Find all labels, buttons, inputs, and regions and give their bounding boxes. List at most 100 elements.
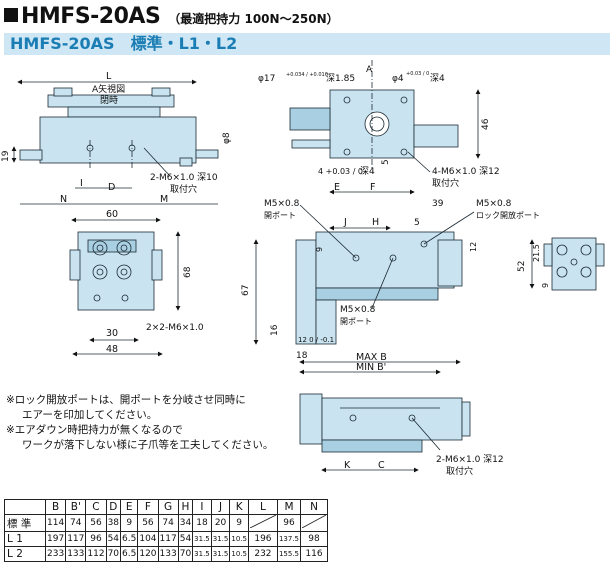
table-cell: 31.5 (192, 546, 212, 562)
table-header-cell: M (276, 499, 302, 515)
end-view (69, 231, 163, 311)
label-D: D (108, 182, 115, 193)
table-cell: 116 (300, 546, 328, 562)
table-cell: 6.5 (120, 531, 139, 547)
label-30: 30 (106, 328, 118, 339)
table-cell: 70 (105, 546, 122, 562)
label-max-b: MAX B (356, 352, 387, 363)
table-row: L 1 197 117 96 54 6.5 104 117 54 31.5 31… (4, 531, 328, 547)
table-row-label: L 1 (4, 531, 46, 547)
table-header-cell: N (300, 499, 328, 515)
label-H: H (372, 217, 379, 228)
table-cell: 133 (157, 546, 179, 562)
label-a-view: A矢視図 (92, 83, 125, 95)
label-21-5: 21.5 (532, 244, 541, 262)
table-cell: 20 (210, 514, 231, 532)
table-cell: 196 (247, 531, 278, 547)
label-9b: 9 (541, 283, 550, 288)
table-cell: 18 (192, 514, 212, 532)
label-depth185: 深1.85 (326, 73, 355, 84)
table-header-cell: L (247, 499, 278, 515)
right-end-view (543, 237, 605, 291)
label-L: L (106, 71, 112, 82)
label-E: E (334, 182, 340, 193)
label-19: 19 (1, 150, 11, 162)
table-cell-empty (300, 514, 328, 532)
label-12-tol: 12 0 / -0.1 (298, 336, 334, 344)
table-cell: 54 (105, 531, 122, 547)
table-header-cell: C (85, 499, 107, 515)
label-M: M (160, 194, 168, 205)
label-mount-holes-bottom: 取付穴 (446, 465, 473, 477)
table-header-cell (4, 499, 46, 515)
table-cell: 197 (44, 531, 67, 547)
table-header-cell: I (192, 499, 212, 515)
table-cell-empty (247, 514, 278, 532)
diagonal-slash-icon (249, 514, 277, 529)
label-67: 67 (241, 285, 251, 296)
label-39: 39 (432, 199, 444, 209)
table-cell: 56 (85, 514, 107, 532)
technical-drawing: L A矢視図 閉時 φ8 19 I D N M 2-M6×1.0 深10 取付穴… (1, 60, 605, 477)
top-view (289, 60, 459, 168)
table-row-label: 標 準 (4, 514, 46, 532)
table-cell: 10.5 (229, 531, 249, 547)
table-cell: 9 (229, 514, 249, 532)
table-cell: 98 (300, 531, 328, 547)
label-mount-holes-front: 取付穴 (170, 183, 197, 195)
table-cell: 133 (65, 546, 87, 562)
table-header-cell: H (177, 499, 194, 515)
label-12: 12 (469, 242, 478, 252)
title-subtitle: （最適把持力 100N～250N） (168, 12, 339, 26)
table-cell: 10.5 (229, 546, 249, 562)
table-cell: 31.5 (210, 531, 231, 547)
label-68: 68 (183, 266, 193, 278)
table-cell: 54 (177, 531, 194, 547)
bottom-view (299, 393, 471, 453)
label-holes-top: 4-M6×1.0 深12 (432, 166, 500, 177)
section-banner: HMFS-20AS 標準・L1・L2 (4, 33, 610, 55)
table-cell: 74 (65, 514, 87, 532)
label-m5-lock: M5×0.8 (476, 199, 512, 209)
label-9: 9 (315, 247, 324, 252)
table-cell: 120 (137, 546, 159, 562)
table-row-label: L 2 (4, 546, 46, 562)
label-F: F (370, 182, 375, 193)
label-5b: 5 (414, 218, 420, 228)
table-cell: 112 (85, 546, 107, 562)
table-cell: 155.5 (276, 546, 302, 562)
label-lock-port: ロック開放ポート (476, 210, 540, 220)
label-m5-open-bottom: M5×0.8 (340, 305, 376, 315)
label-dia4: φ4 (392, 74, 404, 84)
note-line: ワークが落下しない様に子爪等を工夫してください。 (22, 439, 274, 451)
label-48: 48 (106, 344, 118, 355)
label-closed: 閉時 (100, 95, 118, 106)
note-line: エアーを印加してください。 (22, 409, 158, 421)
table-cell: 96 (276, 514, 302, 532)
table-cell: 34 (177, 514, 194, 532)
table-header-row: B B' C D E F G H I J K L M N (4, 499, 328, 515)
note-line: ※ロック開放ポートは、開ポートを分岐させ同時に (6, 394, 246, 406)
square-bullet-icon (4, 8, 18, 22)
label-A: A (366, 65, 373, 75)
table-cell: 104 (137, 531, 159, 547)
label-depth4: 深4 (430, 73, 445, 84)
table-cell: 117 (65, 531, 87, 547)
table-cell: 114 (44, 514, 67, 532)
table-cell: 56 (137, 514, 159, 532)
table-row: L 2 233 133 112 70 6.5 120 133 70 31.5 3… (4, 546, 328, 562)
label-dia4-tol: +0.03 / 0 (406, 71, 429, 77)
table-cell: 70 (177, 546, 194, 562)
label-min-b: MIN B' (356, 362, 386, 373)
label-52: 52 (517, 261, 527, 272)
label-holes-bottom: 2-M6×1.0 深12 (436, 454, 504, 465)
diagonal-slash-icon (301, 514, 327, 529)
label-mount-holes-top: 取付穴 (432, 177, 459, 189)
label-C: C (378, 460, 385, 471)
table-header-cell: B' (65, 499, 87, 515)
label-dia17: φ17 (258, 74, 275, 84)
table-cell: 117 (157, 531, 179, 547)
table-header-cell: J (210, 499, 231, 515)
side-view (295, 231, 463, 345)
table-cell: 233 (44, 546, 67, 562)
